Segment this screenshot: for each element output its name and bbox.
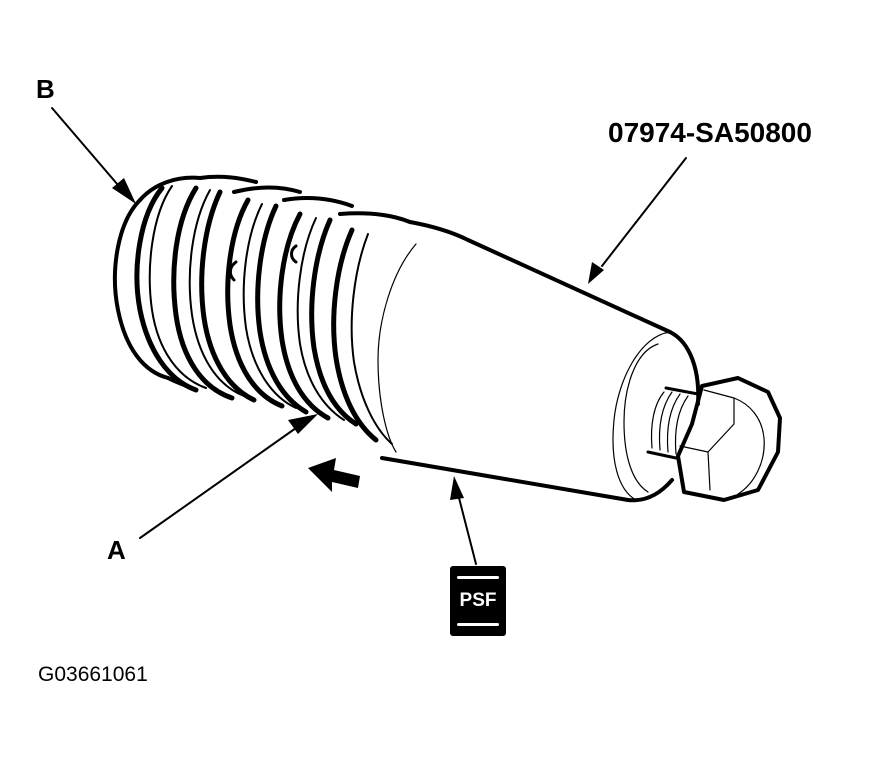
tapered-sleeve	[377, 238, 701, 503]
badge-bottom-rule	[457, 623, 499, 626]
psf-badge-text: PSF	[459, 590, 497, 611]
callout-tool-leader	[588, 157, 687, 284]
hex-bolt	[676, 376, 782, 502]
tool-part-number: 07974-SA50800	[608, 117, 812, 148]
threaded-shaft	[646, 386, 700, 460]
seal-ring-stack	[112, 174, 470, 445]
callout-psf-leader	[450, 476, 477, 565]
insert-direction-arrow-icon	[308, 458, 360, 492]
callout-b-label: B	[36, 74, 55, 104]
figure-id: G03661061	[38, 663, 148, 686]
callout-a-leader	[139, 414, 318, 539]
badge-top-rule	[457, 576, 499, 579]
callout-b-leader	[51, 107, 136, 204]
psf-fluid-badge: PSF	[450, 566, 506, 636]
callout-a-label: A	[107, 535, 126, 565]
